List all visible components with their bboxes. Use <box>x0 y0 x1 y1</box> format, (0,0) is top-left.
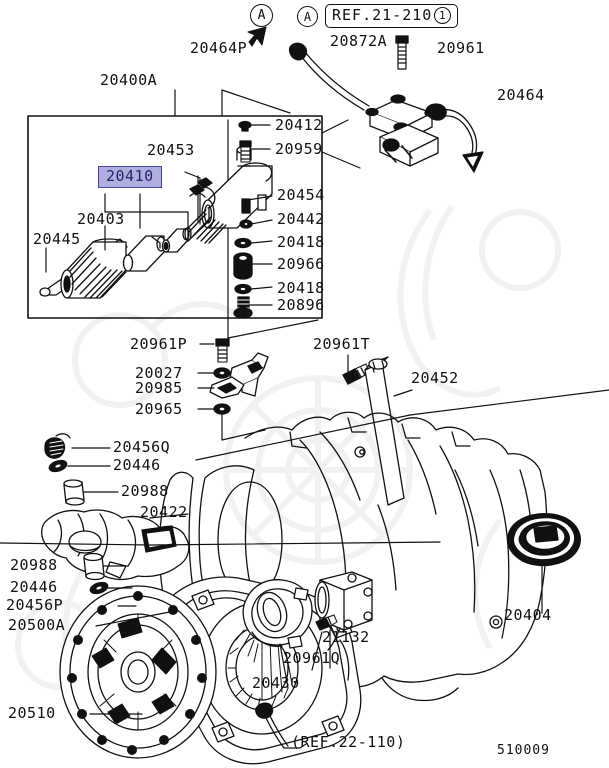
callout-letter: A <box>257 8 266 23</box>
rod-20452 <box>364 356 405 506</box>
label-20510[interactable]: 20510 <box>8 704 56 722</box>
label-20422[interactable]: 20422 <box>140 503 188 521</box>
part-20966 <box>233 252 253 280</box>
part-20446b <box>89 581 109 595</box>
reference-box-bottom[interactable]: (REF.22-110) <box>291 733 406 751</box>
label-20966[interactable]: 20966 <box>277 255 325 273</box>
assembly-box <box>27 89 361 339</box>
label-20454[interactable]: 20454 <box>277 186 325 204</box>
callout-circle-a-arrow: A <box>250 4 273 27</box>
bolt-20961 <box>395 35 409 70</box>
label-20464p[interactable]: 20464P <box>190 39 248 57</box>
valve-block-20872a <box>365 94 439 167</box>
boot-20404 <box>506 512 581 567</box>
hose-20464 <box>425 103 484 173</box>
bolt-20961q <box>315 614 338 631</box>
label-20446-a[interactable]: 20446 <box>113 456 161 474</box>
dowel-pin <box>254 702 289 749</box>
bolt-20961p <box>215 338 230 363</box>
label-20500a[interactable]: 20500A <box>8 616 66 634</box>
bracket-20985 <box>209 352 269 399</box>
label-20445[interactable]: 20445 <box>33 230 81 248</box>
sleeve-part <box>122 235 166 272</box>
callout-arrow-a <box>247 26 267 47</box>
label-20961t[interactable]: 20961T <box>313 335 371 353</box>
master-cylinder-20410 <box>189 145 273 229</box>
part-20959 <box>239 140 252 163</box>
label-20965[interactable]: 20965 <box>135 400 183 418</box>
pressure-plate-20500a <box>161 576 362 765</box>
release-bearing-20430 <box>242 579 313 649</box>
rod-leader-lines <box>347 354 413 397</box>
reference-box-top[interactable]: REF.21-210 1 <box>325 4 459 28</box>
part-20988b <box>83 552 105 581</box>
reference-index: 1 <box>434 7 452 24</box>
label-20452[interactable]: 20452 <box>411 369 459 387</box>
label-20418-upper[interactable]: 20418 <box>277 233 325 251</box>
label-20027[interactable]: 20027 <box>135 364 183 382</box>
label-20988-a[interactable]: 20988 <box>121 482 169 500</box>
label-20959[interactable]: 20959 <box>275 140 323 158</box>
label-20400a[interactable]: 20400A <box>100 71 158 89</box>
diagram-id: 510009 <box>497 743 550 758</box>
label-20430[interactable]: 20430 <box>252 674 300 692</box>
reference-text: REF.21-210 <box>332 6 433 24</box>
label-20412[interactable]: 20412 <box>275 116 323 134</box>
label-20961p[interactable]: 20961P <box>130 335 188 353</box>
lower-leader-lines <box>67 447 543 715</box>
pipe-20464p <box>288 42 370 111</box>
part-20442 <box>239 219 253 229</box>
highlighted-part-20410[interactable]: 20410 <box>98 166 162 188</box>
part-20418-upper <box>234 237 252 249</box>
part-20456q <box>44 433 71 459</box>
ref-circle-a: A <box>297 6 318 27</box>
label-20464[interactable]: 20464 <box>497 86 545 104</box>
label-20404[interactable]: 20404 <box>504 606 552 624</box>
label-20988-b[interactable]: 20988 <box>10 556 58 574</box>
label-20456q[interactable]: 20456Q <box>113 438 171 456</box>
label-20985[interactable]: 20985 <box>135 379 183 397</box>
part-20412 <box>238 120 252 132</box>
label-20446-b[interactable]: 20446 <box>10 578 58 596</box>
box-leader-lines <box>45 124 273 306</box>
ref-letter: A <box>303 9 312 24</box>
nut-20027 <box>213 367 231 379</box>
label-20961q[interactable]: 20961Q <box>283 649 341 667</box>
part-20988a <box>63 479 85 506</box>
label-21132[interactable]: 21132 <box>322 628 370 646</box>
clutch-disc-20510 <box>59 585 217 759</box>
label-20453[interactable]: 20453 <box>147 141 195 159</box>
part-20418-lower <box>234 283 252 295</box>
label-20872a[interactable]: 20872A <box>330 32 388 50</box>
label-20961[interactable]: 20961 <box>437 39 485 57</box>
nut-20965 <box>213 403 231 415</box>
part-20454 <box>241 198 251 214</box>
label-20418-lower[interactable]: 20418 <box>277 279 325 297</box>
label-20896[interactable]: 20896 <box>277 296 325 314</box>
part-20446a <box>48 459 68 473</box>
label-20403[interactable]: 20403 <box>77 210 125 228</box>
part-20896 <box>233 296 253 319</box>
mid-leader-lines <box>197 343 266 441</box>
label-20442[interactable]: 20442 <box>277 210 325 228</box>
label-20456p[interactable]: 20456P <box>6 596 64 614</box>
